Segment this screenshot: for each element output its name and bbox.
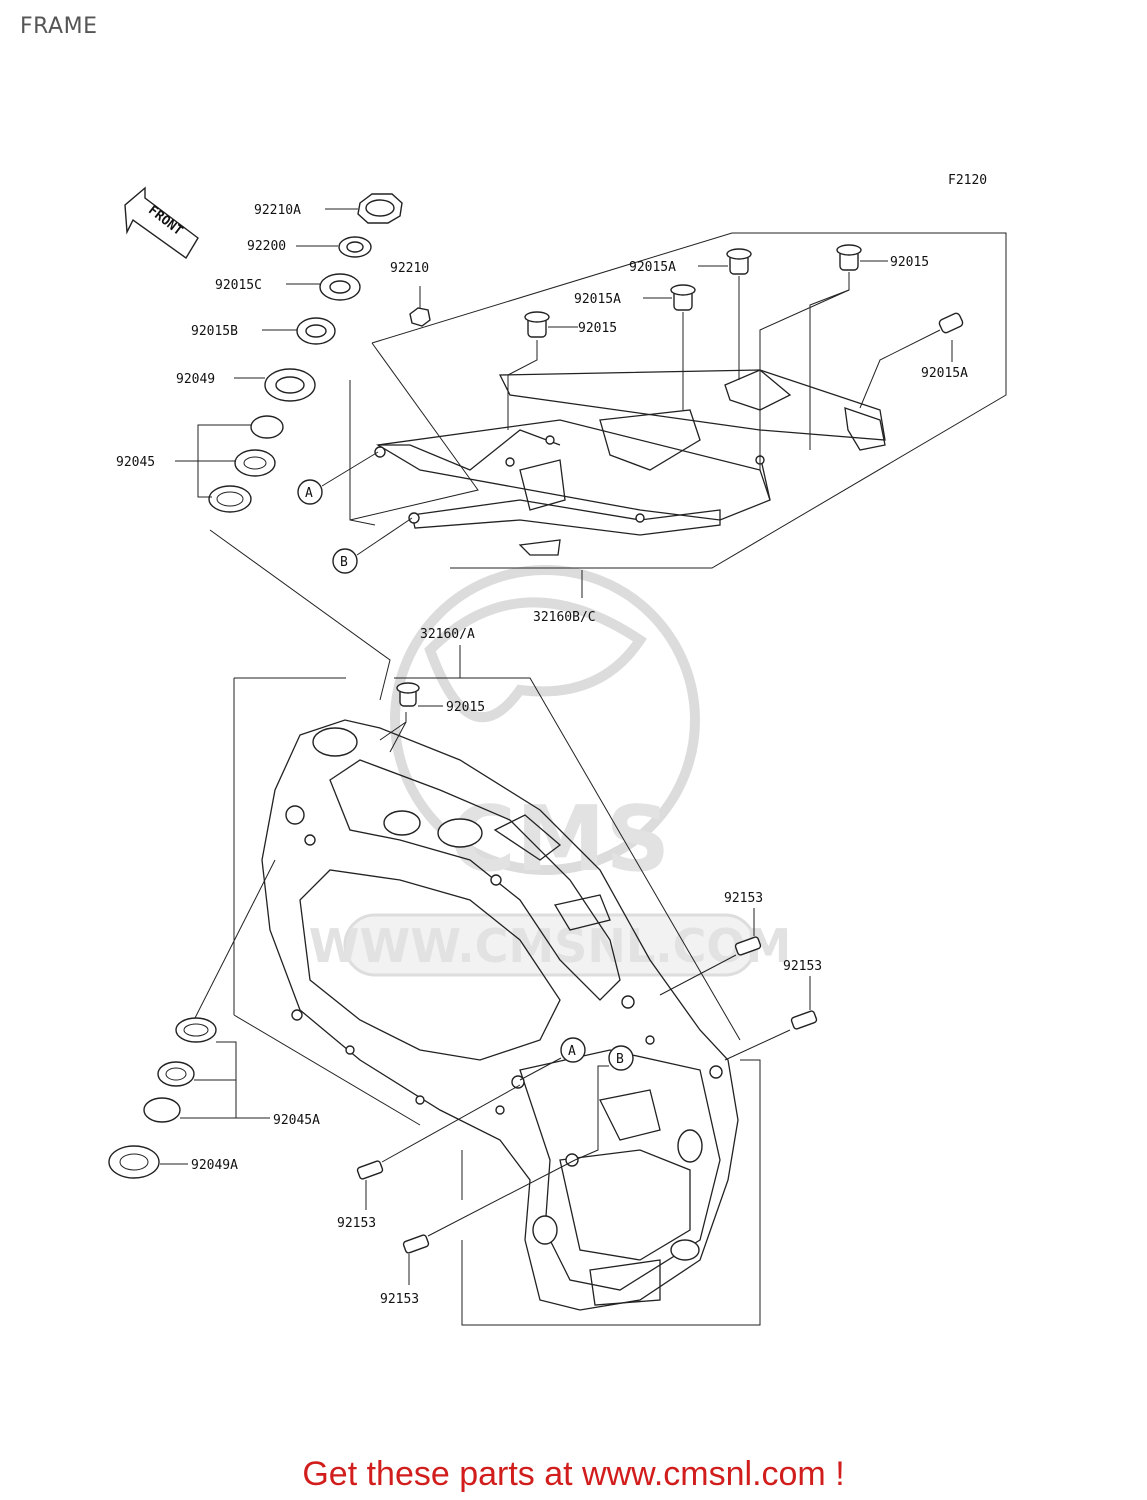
label-92210: 92210 [390,261,429,276]
label-92200: 92200 [247,239,286,254]
label-92210A: 92210A [254,203,301,218]
label-92153-right-1: 92153 [724,891,763,906]
label-92015-top-right: 92015 [890,255,929,270]
label-92045: 92045 [116,455,155,470]
svg-text:CMS: CMS [450,787,670,892]
label-92049A: 92049A [191,1158,238,1173]
label-92015-mid: 92015 [578,321,617,336]
callout-a-lower: A [568,1044,576,1059]
callout-b-upper: B [340,555,348,570]
callout-b-lower: B [616,1052,624,1067]
sub-frame: A B 92210 92015A 92015A 92015 92015 [297,232,1007,625]
label-92015C: 92015C [215,278,262,293]
label-92015B: 92015B [191,324,238,339]
label-92153-left-2: 92153 [380,1292,419,1307]
label-92015A-mid: 92015A [574,292,621,307]
page-title: FRAME [20,14,98,39]
label-92015-frame: 92015 [446,700,485,715]
label-92015A-right: 92015A [921,366,968,381]
label-92153-left-1: 92153 [337,1216,376,1231]
footer-promo-link[interactable]: Get these parts at www.cmsnl.com ! [302,1455,845,1493]
label-92045A: 92045A [273,1113,320,1128]
watermark: WWW.CMSNL.COM CMS [309,565,791,977]
figure-code: F2120 [948,173,987,188]
callout-a-upper: A [305,486,313,501]
steering-parts: 92210A 92200 92015C 92015B 92049 92045 [116,193,403,701]
main-frame: 32160/A [108,627,822,1326]
label-32160BC: 32160B/C [533,610,596,625]
front-arrow: FRONT [124,186,199,260]
label-32160A: 32160/A [420,627,475,642]
label-92015A-top: 92015A [629,260,676,275]
label-92049: 92049 [176,372,215,387]
label-92153-right-2: 92153 [783,959,822,974]
